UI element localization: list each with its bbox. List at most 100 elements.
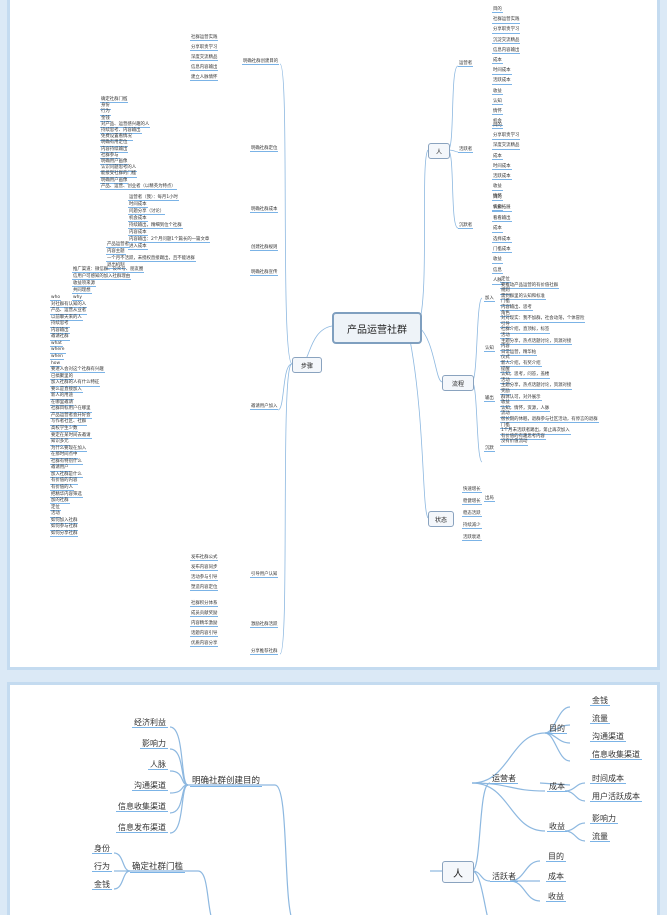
cost-item[interactable]: 时间成本 <box>128 202 148 209</box>
branch-zhuangtai[interactable]: 状态 <box>428 511 454 527</box>
invite-item[interactable]: 知识多元 <box>50 439 70 446</box>
zoom-goal-item[interactable]: 沟通渠道 <box>132 781 168 791</box>
invite-item[interactable]: 持续思考 <box>50 321 70 328</box>
step-cost[interactable]: 明确社群成本 <box>250 207 279 214</box>
zoom-op-goal-item[interactable]: 流量 <box>590 714 610 724</box>
position-item[interactable]: 金钱 <box>100 115 111 122</box>
promo-item[interactable]: 推广渠道：微信群、公众号、朋友圈 <box>72 267 145 274</box>
invite-item[interactable]: 邀请社群 <box>50 334 70 341</box>
flow-item[interactable]: 需到群里的认知和标准 <box>500 293 546 301</box>
silent-item[interactable]: 选择成本 <box>492 236 512 243</box>
flow-stage[interactable]: 输出 <box>484 396 495 403</box>
flow-item[interactable]: 有价值的有趣思考内容 <box>500 433 546 441</box>
operator-item[interactable]: 情怀 <box>492 109 503 116</box>
invite-item[interactable]: 为什么要现在加入 <box>50 445 88 453</box>
guide-item[interactable]: 活动参与引导 <box>190 575 219 582</box>
invite-item[interactable]: 已搞聚里的 <box>50 373 74 380</box>
flow-item[interactable]: 很长期的休眠，退群参与社区活动，有停言的退群 <box>500 417 599 424</box>
active-item[interactable]: 成本 <box>492 153 503 160</box>
guide-item[interactable]: 发布社群公式 <box>190 555 219 562</box>
branch-liucheng[interactable]: 流程 <box>442 375 474 391</box>
cost-item[interactable]: 内容成本 <box>128 230 148 237</box>
invite-item[interactable]: 社群目标用户在哪里 <box>50 406 92 413</box>
active-item[interactable]: 情怀 <box>492 194 503 201</box>
cost-item[interactable]: 问题分享（讨论） <box>128 209 166 216</box>
ren-operator[interactable]: 运营者 <box>458 61 474 68</box>
branch-buzhou[interactable]: 步骤 <box>292 357 322 373</box>
flow-item[interactable]: 认知，情怀，资源，人脉 <box>500 405 551 413</box>
flow-item[interactable]: 流动 <box>500 411 511 418</box>
operator-item[interactable]: 信息内容输出 <box>492 47 521 55</box>
position-item[interactable]: 认识问题思考的人 <box>100 165 138 172</box>
active-item[interactable]: 时间成本 <box>492 163 512 171</box>
position-item[interactable]: 明确有用定位 <box>100 140 129 147</box>
flow-item[interactable]: 门槛 <box>500 299 511 306</box>
flow-item[interactable]: 要推动产品运营的有价值社群 <box>500 282 560 289</box>
activate-item[interactable]: 社群积分体系 <box>190 601 219 608</box>
silent-item[interactable]: 信息 <box>492 267 503 275</box>
invite-item[interactable]: 定位 <box>50 504 61 511</box>
state-item[interactable]: 稳态活跃 <box>462 511 482 518</box>
step-promo[interactable]: 明确社群宣传 <box>250 270 279 277</box>
zoom-threshold-item[interactable]: 行为 <box>92 862 112 872</box>
invite-item[interactable]: 有价值的人 <box>50 484 74 492</box>
silent-item[interactable]: 成本 <box>492 226 503 233</box>
zoom-op-gain-item[interactable]: 流量 <box>590 832 610 842</box>
guide-item[interactable]: 塑造内容定位 <box>190 585 219 592</box>
zoom-op-cost[interactable]: 成本 <box>547 782 567 792</box>
rule-item[interactable]: 一个月不活跃，未授权直接踢出，且不能进群 <box>106 256 196 263</box>
zoom-active-item[interactable]: 成本 <box>546 872 566 882</box>
active-item[interactable]: 目的 <box>492 123 503 130</box>
flow-item[interactable]: 内容输出、思考 <box>500 305 533 312</box>
operator-item[interactable]: 社群运营实践 <box>492 17 521 24</box>
flow-item[interactable]: 奖励 <box>500 389 511 396</box>
operator-item[interactable]: 目的 <box>492 7 503 14</box>
operator-item[interactable]: 机会 <box>492 119 503 126</box>
invite-item[interactable]: 活动 <box>50 511 61 518</box>
ren-active[interactable]: 活跃者 <box>458 147 474 154</box>
goal-item[interactable]: 分享职责学习 <box>190 45 219 52</box>
step-rules[interactable]: 创建社群规则 <box>250 245 279 252</box>
zoom-op-gain[interactable]: 收益 <box>547 822 567 832</box>
flow-item[interactable]: 认知，思考，问答，盖楼 <box>500 372 551 379</box>
zoom-threshold-item[interactable]: 金钱 <box>92 880 112 890</box>
active-item[interactable]: 活跃成本 <box>492 174 512 181</box>
flow-stage[interactable]: 认知 <box>484 346 495 353</box>
flow-item[interactable]: 1个月未活跃者踢出，第止再次加入 <box>500 428 571 435</box>
zoom-active[interactable]: 活跃者 <box>490 872 518 882</box>
state-item[interactable]: 持续减少 <box>462 523 482 530</box>
operator-item[interactable]: 时间成本 <box>492 68 512 75</box>
invite-item[interactable]: how <box>50 360 62 367</box>
invite-item[interactable]: where <box>50 347 66 354</box>
goal-item[interactable]: 信息内容输出 <box>190 65 219 72</box>
flow-item[interactable]: 对对现实：我不加群，社会动荡，个体冒险 <box>500 316 586 323</box>
branch-ren[interactable]: 人 <box>428 143 450 159</box>
state-item[interactable]: 快速增长 <box>462 487 482 494</box>
flow-stage[interactable]: 加入 <box>484 296 495 303</box>
flow-item[interactable]: 定位 <box>500 277 511 284</box>
goal-item[interactable]: 深度交流精品 <box>190 55 219 62</box>
invite-item[interactable]: 如何参与社群 <box>50 524 79 531</box>
zoom-goal-item[interactable]: 信息收集渠道 <box>116 802 168 812</box>
invite-item[interactable]: when <box>50 353 64 361</box>
invite-item[interactable]: what <box>50 340 63 348</box>
position-item[interactable]: 社群参与 <box>100 152 120 160</box>
activate-item[interactable]: 优质内容分享 <box>190 641 219 648</box>
position-item[interactable]: 免费设置看情况 <box>100 134 133 141</box>
active-item[interactable]: 深度交流精品 <box>492 143 521 150</box>
zoom-goal-item[interactable]: 影响力 <box>140 739 168 749</box>
flow-item[interactable]: 活动 <box>500 333 511 340</box>
cost-item[interactable]: 内容输出：2个月问题1个篇长的一篇文章 <box>128 237 211 244</box>
invite-item[interactable]: 要么是直接加入 <box>50 386 83 394</box>
invite-item[interactable]: 在那时间点中 <box>50 452 79 459</box>
ren-silent[interactable]: 沉默者 <box>458 223 474 230</box>
step-goal[interactable]: 明确社群创建目的 <box>242 59 280 66</box>
invite-item[interactable]: 内容输出 <box>50 327 70 335</box>
invite-item[interactable]: 新人的用途 <box>50 393 74 400</box>
zoom-op-goal-item[interactable]: 信息收集渠道 <box>590 750 642 760</box>
zoom-op-goal[interactable]: 目的 <box>547 724 567 734</box>
flow-item[interactable]: 提醒 <box>500 366 511 373</box>
flow-item[interactable]: 群体认可，对外展示 <box>500 394 542 401</box>
silent-item[interactable]: 认知拓展 <box>492 205 512 212</box>
flow-stage[interactable]: 出局 <box>484 496 495 503</box>
